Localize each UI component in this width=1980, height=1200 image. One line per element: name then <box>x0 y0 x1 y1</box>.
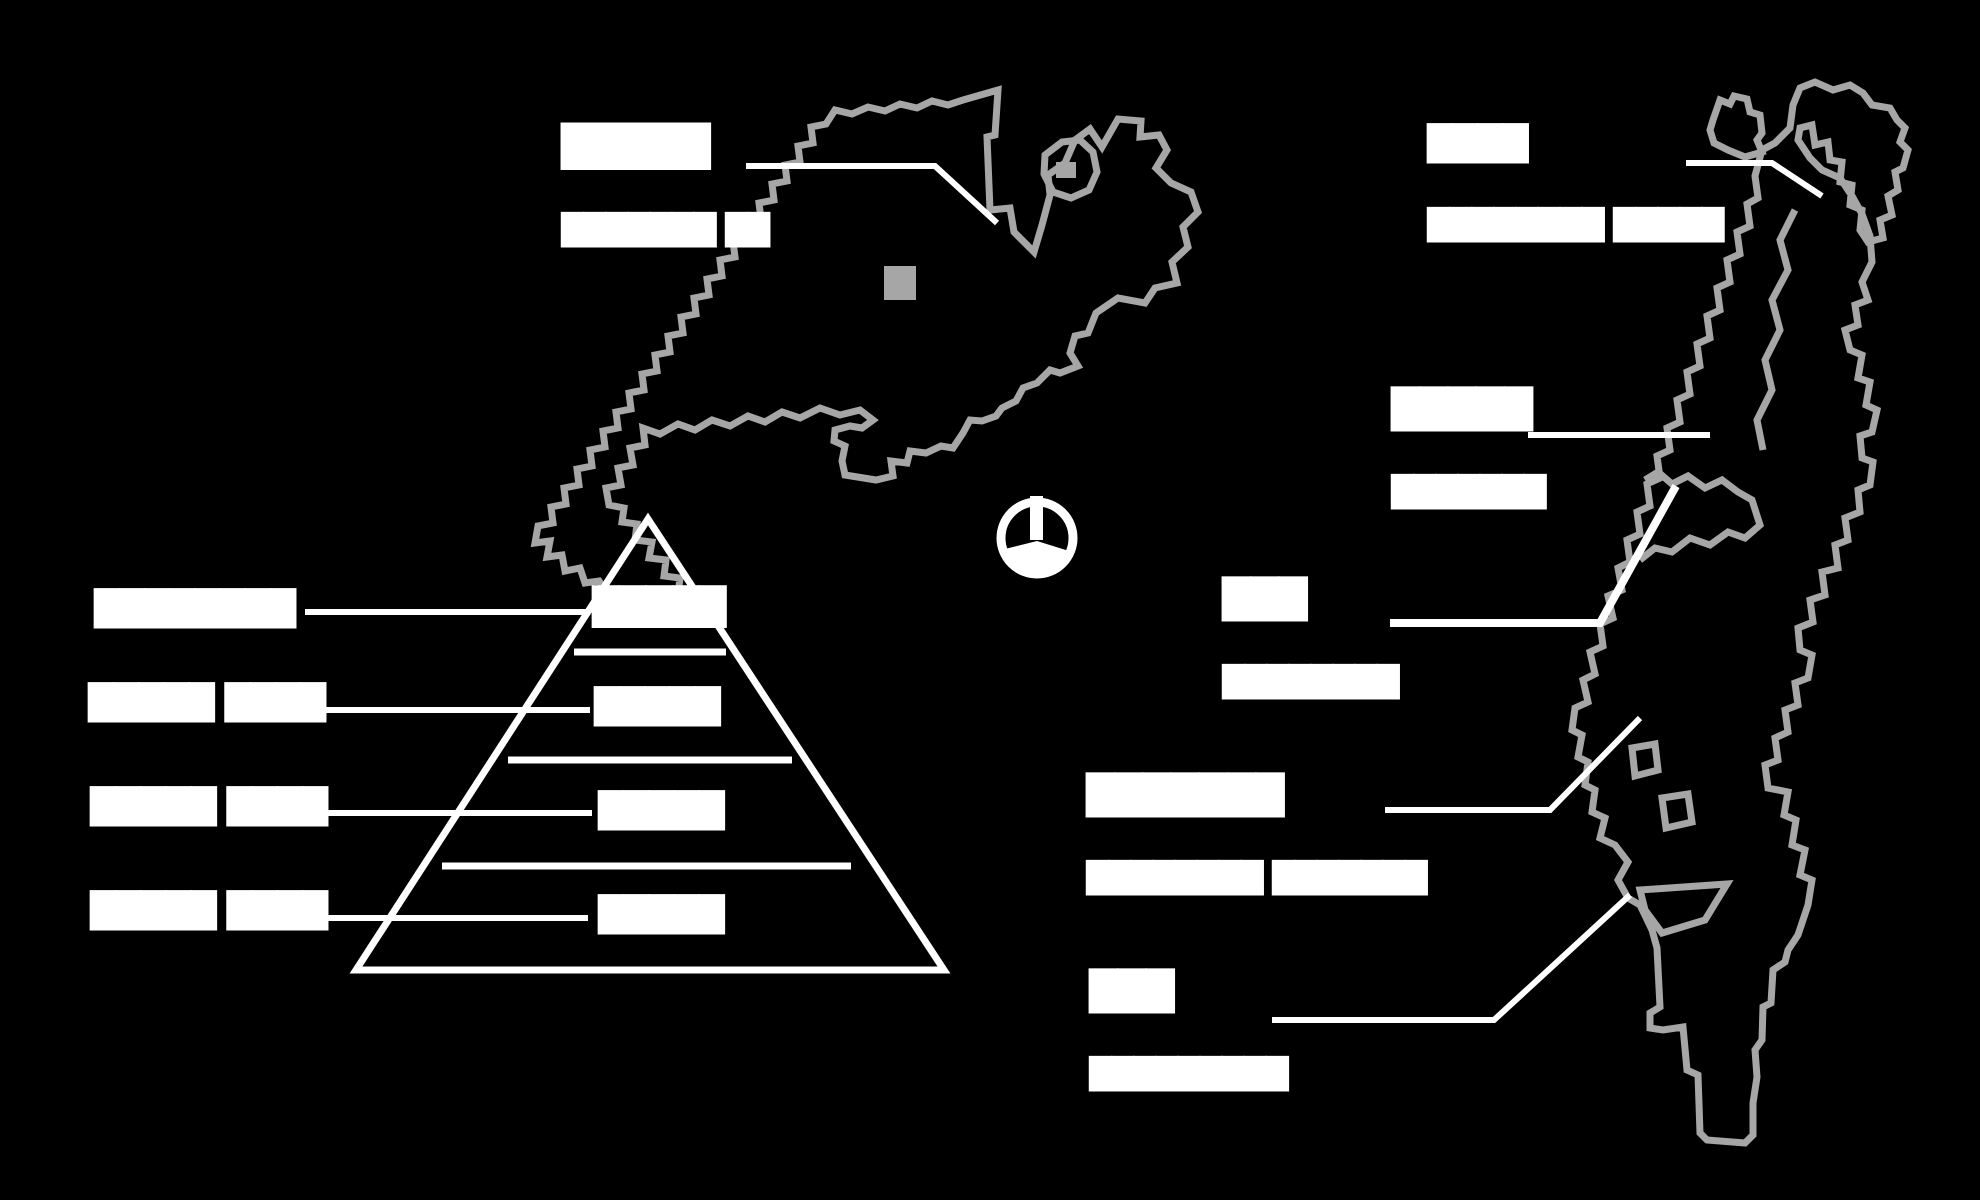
clock-icon-hand-12 <box>1030 496 1043 540</box>
clock-icon-bottom-wedge <box>1005 541 1069 576</box>
right-map-label-5-title: ███ <box>1089 968 1175 1013</box>
right-map-label-1-title: ████ <box>1427 123 1529 164</box>
right-map-label-4-title: ███████ <box>1086 772 1285 817</box>
right-map-label-3: ███ ████████ <box>1222 546 1400 732</box>
leader-top-map-label <box>746 163 1000 226</box>
right-map-label-4-subtitle: ████████ ███████ <box>1086 861 1428 897</box>
right-map-label-4: ███████ ████████ ███████ <box>1086 742 1428 928</box>
right-map-outline <box>1568 78 1912 1147</box>
pyramid-left-label-1: ████████ <box>94 589 296 629</box>
callout-leader-lines <box>746 160 1824 1023</box>
pyramid-left-label-4: █████ ████ <box>90 891 328 931</box>
right-map-label-1-subtitle: ████████ █████ <box>1427 207 1724 243</box>
top-map-label-title: █████ <box>561 123 711 170</box>
top-map-label: █████ ███████ ██ <box>561 92 770 280</box>
right-map-label-3-title: ███ <box>1222 576 1308 621</box>
right-map-inner-ring <box>1658 790 1696 833</box>
right-map-north-lobe <box>1706 91 1767 161</box>
top-map-area-blob <box>884 266 916 300</box>
pyramid-band-label-4: █████ <box>598 895 725 935</box>
right-map-inner-triangle-region <box>1635 880 1734 938</box>
right-map-label-3-subtitle: ████████ <box>1222 665 1400 701</box>
leader-right-label-4 <box>1385 715 1643 813</box>
leader-right-label-3 <box>1390 484 1680 627</box>
right-map-inner-boundary-middle <box>1637 467 1765 563</box>
right-map-label-5: ███ █████████ <box>1089 938 1289 1124</box>
pyramid-band-label-2: █████ <box>594 687 721 727</box>
clock-icon <box>996 496 1078 579</box>
top-map-label-subtitle: ███████ ██ <box>561 213 770 249</box>
right-map-main-border <box>1568 78 1912 1147</box>
top-map-inner-loop <box>1040 136 1101 202</box>
pyramid-left-label-2: █████ ████ <box>88 683 326 723</box>
pyramid-left-label-3: █████ ████ <box>90 787 328 827</box>
top-map-outer-border <box>530 85 1203 612</box>
leader-right-label-5 <box>1272 892 1633 1023</box>
right-map-inner-boundary-north <box>1753 208 1799 451</box>
right-map-label-1: ████ ████████ █████ <box>1427 93 1724 275</box>
leader-right-label-1 <box>1686 160 1824 199</box>
top-map-outline <box>530 85 1203 612</box>
right-map-label-2: █████ ███████ <box>1391 356 1546 542</box>
pyramid-diagram <box>297 512 951 974</box>
right-map-label-2-title: █████ <box>1391 386 1533 431</box>
pyramid-band-label-3: █████ <box>598 791 725 831</box>
pyramid-triangle <box>349 512 951 974</box>
right-map-label-2-subtitle: ███████ <box>1391 475 1546 511</box>
pyramid-band-label-1: █████ <box>592 587 726 628</box>
right-map-label-5-subtitle: █████████ <box>1089 1057 1289 1093</box>
top-map-area-dot <box>1056 162 1076 178</box>
right-map-inner-square-loop <box>1628 739 1662 781</box>
